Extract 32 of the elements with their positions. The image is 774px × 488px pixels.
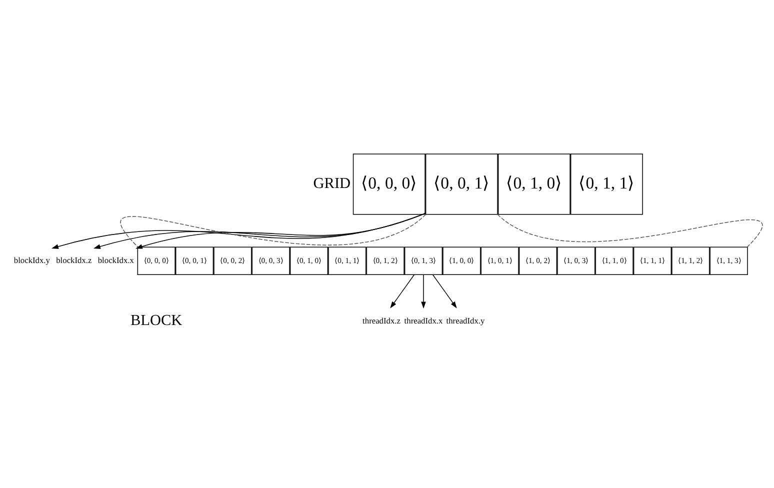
label: GRID	[313, 174, 351, 192]
node-box: ⟨0, 0, 1⟩	[175, 246, 214, 275]
node-text: threadIdx.x	[404, 316, 443, 325]
node-box: ⟨0, 0, 0⟩	[137, 246, 176, 275]
node-box: ⟨0, 0, 0⟩	[352, 153, 426, 214]
node-box: ⟨0, 1, 1⟩	[570, 153, 643, 214]
node-box: ⟨0, 0, 1⟩	[425, 153, 498, 214]
node-box: ⟨1, 1, 1⟩	[633, 246, 672, 275]
node-text: threadIdx.z	[362, 316, 400, 325]
node-box: ⟨0, 1, 3⟩	[404, 246, 443, 275]
node-text: blockIdx.x	[98, 256, 134, 265]
node-box: ⟨0, 1, 0⟩	[290, 246, 328, 275]
node-box: ⟨0, 1, 1⟩	[328, 246, 366, 275]
node-box: ⟨0, 1, 2⟩	[366, 246, 404, 275]
node-box: ⟨0, 1, 0⟩	[498, 153, 570, 214]
label: BLOCK	[130, 312, 182, 329]
node-box: ⟨0, 0, 2⟩	[214, 246, 252, 275]
node-box: ⟨1, 1, 2⟩	[672, 246, 710, 275]
node-box: ⟨0, 0, 3⟩	[252, 246, 290, 275]
node-box: ⟨1, 0, 2⟩	[518, 246, 558, 275]
arrow	[421, 274, 426, 308]
arrow	[390, 274, 415, 308]
node-text: blockIdx.z	[56, 256, 92, 265]
node-box: ⟨1, 0, 0⟩	[442, 246, 481, 275]
connector	[497, 213, 762, 248]
node-box: ⟨1, 0, 3⟩	[557, 246, 596, 275]
node-box: ⟨1, 1, 3⟩	[710, 246, 748, 275]
node-box: ⟨1, 1, 0⟩	[595, 246, 634, 275]
node-box: ⟨1, 0, 1⟩	[480, 246, 519, 275]
node-text: blockIdx.y	[14, 256, 50, 265]
node-text: threadIdx.y	[446, 316, 485, 325]
arrow	[432, 274, 457, 308]
